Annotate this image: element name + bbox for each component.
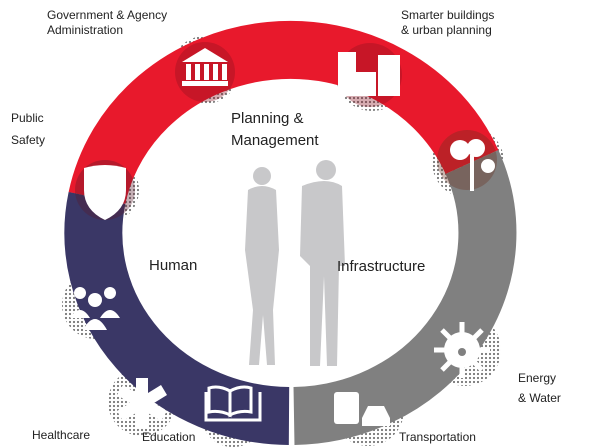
shield-icon — [84, 165, 126, 220]
energy-water-gear-icon — [434, 322, 490, 378]
planning-management-title: Planning & Management — [231, 108, 319, 152]
label-line: Public — [11, 111, 44, 125]
label-education: Education — [142, 430, 196, 444]
label-energy-water: Energy & Water — [518, 368, 561, 408]
label-healthcare: Healthcare — [32, 428, 91, 442]
tree-icon — [450, 139, 495, 191]
buildings-icon — [338, 52, 400, 96]
government-building-icon — [182, 48, 228, 86]
label-line: Safety — [11, 133, 46, 147]
label-line: & urban planning — [401, 23, 492, 37]
label-line: Smarter buildings — [401, 8, 495, 22]
label-buildings: Smarter buildings& urban planning — [401, 8, 494, 38]
segment-label-human: Human — [149, 257, 198, 274]
label-line: Energy — [518, 371, 557, 385]
people-group-icon — [70, 287, 120, 330]
title-line: Planning & — [231, 110, 304, 127]
title-line: Management — [231, 132, 319, 149]
segment-human — [64, 192, 290, 445]
bus-car-icon — [334, 392, 390, 426]
medical-star-icon — [117, 378, 167, 428]
people-silhouette-icon — [245, 160, 345, 366]
segment-planning — [68, 20, 499, 205]
label-transportation: Transportation — [399, 430, 476, 444]
label-line: Government & Agency — [47, 8, 168, 22]
segment-label-infrastructure: Infrastructure — [337, 258, 426, 275]
open-book-icon — [204, 385, 262, 422]
label-line: & Water — [518, 391, 561, 405]
label-line: Administration — [47, 23, 124, 37]
